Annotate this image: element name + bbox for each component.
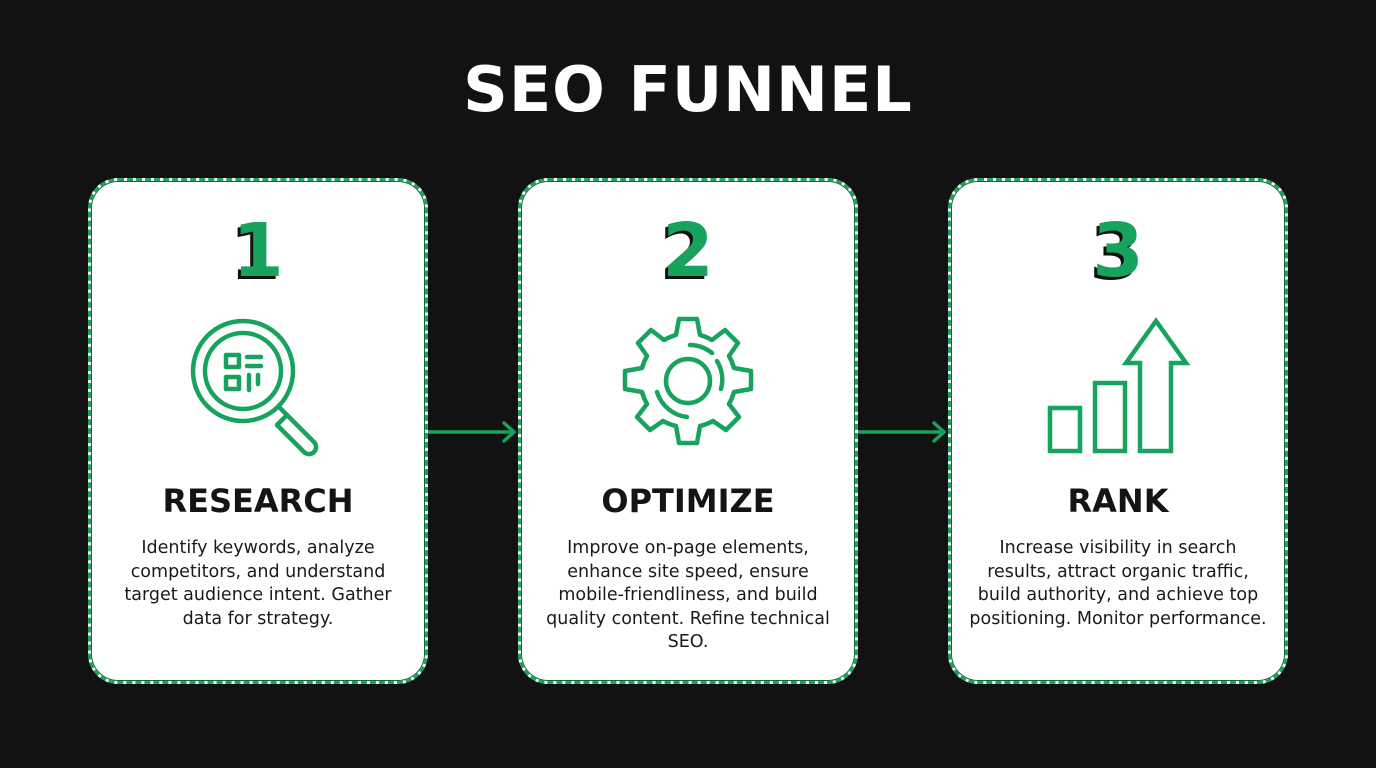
- gear-icon: [521, 311, 855, 461]
- step-heading: RESEARCH: [162, 482, 354, 520]
- step-description: Identify keywords, analyze competitors, …: [124, 538, 392, 629]
- step-number: 3: [1092, 208, 1144, 294]
- step-heading: OPTIMIZE: [601, 482, 775, 520]
- step-card-research: 1 RESEARCH Identify keywords, analyze co…: [88, 178, 428, 684]
- step-heading: RANK: [1067, 482, 1169, 520]
- growth-chart-arrow-icon: [951, 311, 1285, 461]
- step-number: 2: [662, 208, 714, 294]
- page-title: SEO FUNNEL: [463, 53, 913, 126]
- arrow-right-icon: [428, 421, 516, 443]
- step-number: 1: [232, 208, 284, 294]
- step-description: Increase visibility in search results, a…: [969, 538, 1267, 629]
- step-card-rank: 3 RANK Increase visibility in search res…: [948, 178, 1288, 684]
- step-card-optimize: 2 OPTIMIZE Improve on-page elements, enh…: [518, 178, 858, 684]
- magnifying-glass-icon: [91, 311, 425, 461]
- step-description: Improve on-page elements, enhance site s…: [546, 538, 830, 652]
- arrow-right-icon: [858, 421, 946, 443]
